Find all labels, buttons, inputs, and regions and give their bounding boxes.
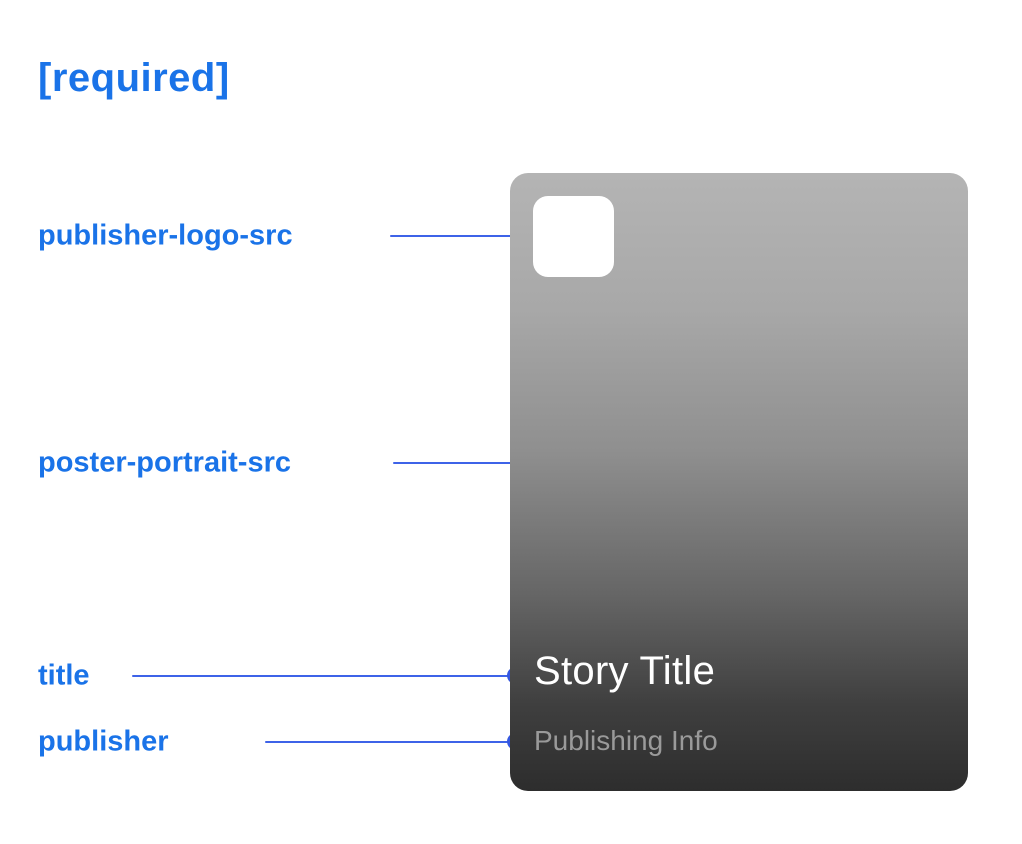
annotation-label-title: title <box>38 659 90 692</box>
publisher-logo-placeholder <box>533 196 614 277</box>
publishing-info-text: Publishing Info <box>534 725 718 756</box>
connector-line-publisher <box>265 741 515 743</box>
story-title-text: Story Title <box>534 649 716 693</box>
annotation-label-publisher-logo-src: publisher-logo-src <box>38 219 293 252</box>
annotation-label-publisher: publisher <box>38 725 169 758</box>
story-poster-card: Story Title Publishing Info <box>510 173 968 791</box>
required-badge: [required] <box>38 56 230 100</box>
connector-line-title <box>132 675 515 677</box>
connector-line-publisher-logo-src <box>390 235 562 237</box>
annotation-label-poster-portrait-src: poster-portrait-src <box>38 446 291 479</box>
